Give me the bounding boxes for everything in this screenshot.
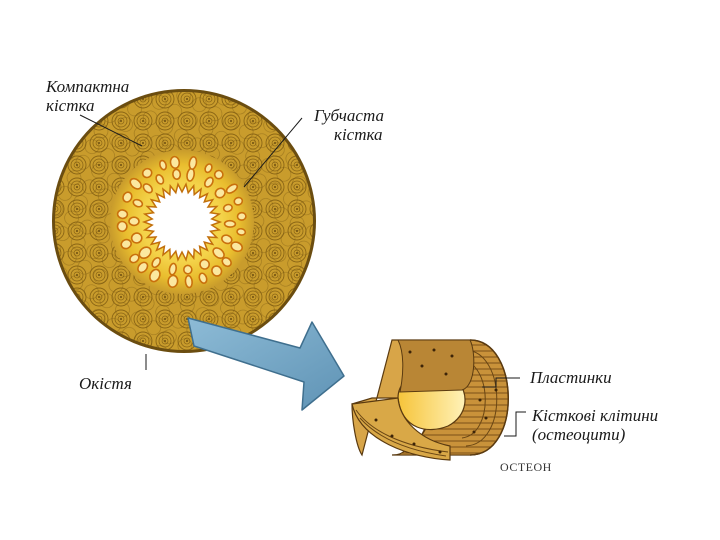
trabecular-space	[221, 256, 232, 268]
trabecular-space	[233, 196, 244, 206]
trabecular-space	[198, 272, 208, 284]
spongy-bone-label: Губчаста кістка	[314, 106, 384, 144]
compact-bone-label: Компактна кістка	[46, 77, 129, 115]
trabecular-space	[132, 198, 144, 208]
osteocyte-dots	[374, 348, 498, 454]
trabecular-space	[167, 274, 179, 288]
trabecular-space	[141, 167, 153, 179]
trabecular-space	[221, 234, 233, 245]
periosteum-label: Окістя	[79, 374, 132, 393]
trabecular-space	[137, 261, 149, 274]
compact-bone-leader	[79, 114, 143, 147]
trabecular-space	[213, 169, 224, 180]
spongy-bone-label-line1: Губчаста	[314, 106, 384, 125]
trabecular-space	[199, 258, 211, 270]
trabecular-space	[236, 227, 247, 236]
trabecular-space	[223, 219, 237, 228]
lamellae-leader	[482, 377, 520, 388]
trabecular-space	[212, 247, 225, 260]
magnify-arrow	[187, 317, 345, 411]
trabecular-space	[184, 274, 193, 289]
compact-bone-label-line2: кістка	[46, 96, 95, 115]
osteon-cut-face	[351, 397, 451, 461]
trabecular-space	[158, 159, 168, 171]
trabecular-space	[130, 232, 143, 244]
compact-bone-label-line1: Компактна	[46, 77, 130, 96]
medullary-cavity	[141, 182, 223, 262]
bone-cross-section	[52, 89, 316, 353]
trabecular-space	[182, 264, 193, 275]
trabecular-space	[203, 176, 214, 188]
trabecular-space	[155, 174, 165, 185]
leader-lines	[79, 114, 526, 437]
trabecular-space	[169, 155, 181, 169]
bone-cells-leader	[504, 411, 526, 437]
trabecular-space	[172, 168, 182, 180]
trabecular-space	[149, 268, 161, 283]
osteon-illustration	[351, 339, 509, 461]
spongy-bone-trabeculae	[116, 155, 247, 289]
trabecular-space	[142, 183, 153, 194]
trabecular-space	[188, 156, 198, 170]
trabecular-space	[230, 241, 243, 253]
trabecular-space	[138, 246, 152, 260]
trabecular-space	[116, 220, 128, 233]
trabecular-space	[236, 211, 247, 221]
spongy-bone-label-line2: кістка	[334, 125, 383, 144]
osteon-top-face	[397, 339, 475, 393]
trabecular-space	[151, 256, 162, 269]
trabecular-space	[222, 203, 233, 213]
trabecular-space	[204, 163, 213, 174]
trabecular-space	[120, 238, 132, 250]
trabecular-space	[211, 265, 223, 277]
trabecular-space	[168, 262, 178, 276]
bone-cells-label: Кісткові клітини (остеоцити)	[532, 406, 658, 444]
trabecular-space	[129, 253, 140, 264]
bone-cells-label-line2: (остеоцити)	[532, 425, 626, 444]
spongy-bone-leader	[243, 117, 303, 188]
trabecular-space	[122, 191, 133, 203]
trabecular-space	[128, 216, 140, 227]
trabecular-space	[116, 209, 129, 220]
trabecular-space	[129, 177, 142, 190]
trabecular-space	[214, 187, 226, 199]
osteon-caption: ОСТЕОН	[500, 460, 552, 474]
trabecular-space	[225, 183, 239, 194]
bone-cells-label-line1: Кісткові клітини	[532, 406, 659, 425]
lamellae-label: Пластинки	[530, 368, 612, 387]
